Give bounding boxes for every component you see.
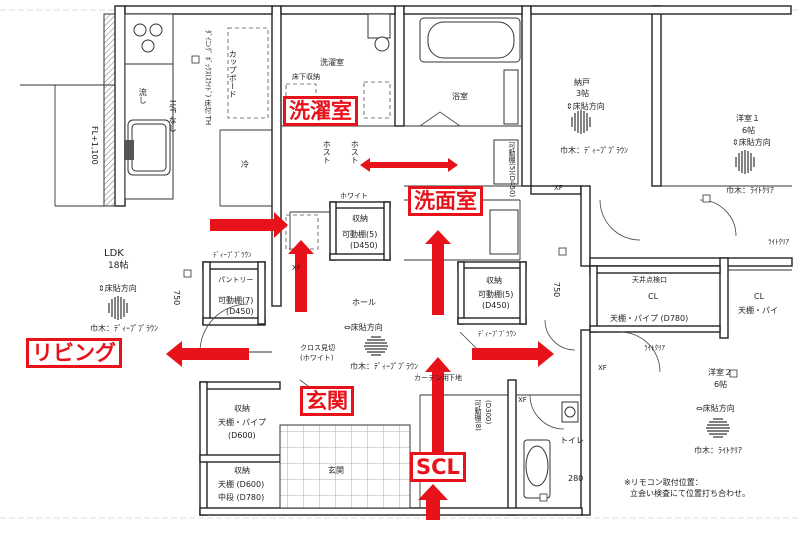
xf-label-2: XF [292, 264, 301, 272]
storage-d-desc-2: 中段 (D780) [218, 493, 265, 502]
curtain-base-label: 下地 [448, 374, 462, 382]
closet-2-desc: 天棚・パイ [738, 306, 778, 315]
ceiling-hatch-label: 天井点検口 [632, 276, 667, 284]
cross-trim-color: (ホワイト) [300, 354, 334, 362]
dim-280: 280 [568, 474, 584, 483]
storage-a-depth: (D450) [350, 241, 378, 250]
storage-d-desc-1: 天棚 (D600) [218, 480, 265, 489]
storage-d-name: 収納 [234, 466, 250, 475]
arrow-to-room2 [472, 341, 554, 367]
room2-direction: ⇔床貼方向 [696, 404, 735, 413]
storage-b-depth: (D450) [482, 301, 510, 310]
cross-trim-label: クロス見切 [300, 344, 335, 352]
ldk-name: LDK [104, 248, 124, 259]
host-label-2: ホスト [350, 140, 360, 164]
wash-shelf-label: 可動棚(5)(D450) [508, 142, 517, 198]
entrance-room-name: 玄関 [328, 466, 344, 475]
storage-c-desc-1: 天棚・パイプ [218, 418, 266, 427]
hall-material: 巾木：ﾃﾞｨｰﾌﾟﾌﾞﾗｳﾝ [350, 362, 418, 371]
walls [114, 5, 793, 516]
arrow-up-scl-hall [425, 357, 451, 458]
dim-750-right: 750 [552, 282, 562, 298]
remote-note-2: 立会い検査にて位置打ち合わせ。 [630, 489, 750, 498]
storage-b-shelf: 可動棚(5) [478, 290, 514, 299]
storage-c-desc-2: (D600) [228, 431, 256, 440]
room1-material: 巾木：ﾗｲﾄｸﾘｱ [726, 186, 774, 195]
remote-note-1: ※リモコン取付位置： [624, 478, 703, 487]
callout-scl: SCL [410, 452, 466, 483]
callout-laundry-room: 洗濯室 [283, 96, 358, 127]
storage-a-shelf: 可動棚(5) [342, 230, 378, 239]
toilet-label: トイレ [560, 436, 584, 445]
outlet-symbols [183, 55, 738, 502]
callout-arrows [166, 158, 554, 520]
closet-2-name: CL [754, 292, 765, 301]
storage-b-color: ﾃﾞｨｰﾌﾟﾌﾞﾗｳﾝ [478, 330, 517, 338]
storage-room-name: 納戸 [574, 78, 590, 87]
callout-washroom: 洗面室 [408, 186, 483, 217]
arrow-up-entrance [418, 484, 448, 520]
callout-entrance: 玄関 [300, 386, 354, 417]
hall-direction: ⇔床貼方向 [344, 323, 383, 332]
pantry-shelf: 可動棚(7) [218, 296, 254, 305]
ldk-floor-direction: ⇕床貼方向 [98, 284, 137, 293]
kitchen-fixtures [103, 13, 174, 207]
pantry-depth: (D450) [226, 307, 254, 316]
storage-c-name: 収納 [234, 404, 250, 413]
xf-label-3: XF [598, 364, 607, 372]
laundry-room-name: 洗濯室 [320, 58, 344, 67]
washroom-fixtures [367, 13, 519, 255]
xf-label-4: XF [518, 396, 527, 404]
host-label-1: ホスト [322, 140, 332, 164]
curtain-label: カーテン用 [414, 374, 449, 382]
white-label: ホワイト [340, 192, 368, 200]
cupboard-note: ﾀﾞｲﾆﾝｸﾞ ﾎﾞｯｸｽ(ｽﾗｲﾄﾞ) 床付 TH [204, 30, 213, 126]
kitchen-sink-label: 流し [138, 88, 148, 104]
kitchen-fl-label: FL+1,100 [90, 126, 100, 165]
ldk-floor-material: 巾木：ﾃﾞｨｰﾌﾟﾌﾞﾗｳﾝ [90, 324, 158, 333]
scl-shelf-label: 可動棚(8) [474, 400, 483, 431]
closet-1-color: ﾗｲﾄｸﾘｱ [644, 344, 665, 352]
bathtub [419, 17, 521, 125]
storage-room-direction: ⇕床貼方向 [566, 102, 605, 111]
pantry-label: パントリー [218, 276, 254, 284]
room2-size: 6帖 [714, 380, 728, 389]
floor-direction-symbols [108, 110, 755, 438]
closet-1-name: CL [648, 292, 659, 301]
arrow-up-pantry-corridor [288, 240, 314, 312]
room2-name: 洋室２ [708, 368, 732, 377]
xf-label-1: XF [554, 184, 563, 192]
entrance-floor [279, 424, 411, 509]
arrow-left-right-laundry-wash [360, 158, 458, 172]
closet-2-color: ﾗｲﾄｸﾘｱ [768, 238, 789, 246]
kitchen-hfix-label: H/F なし [168, 100, 178, 132]
toilet-fixture [523, 401, 579, 499]
bathroom-name: 浴室 [452, 92, 468, 101]
arrow-up-washroom [425, 230, 451, 315]
arrow-to-laundry-corridor [210, 212, 288, 238]
room1-size: 6帖 [742, 126, 756, 135]
callout-living: リビング [26, 338, 122, 369]
closet-1-desc: 天棚・パイプ (D780) [610, 314, 689, 323]
scl-depth-label: (D300) [484, 400, 493, 425]
laundry-underfloor: 床下収納 [292, 73, 320, 81]
fridge-label: 冷 [241, 160, 249, 169]
room1-name: 洋室１ [736, 114, 760, 123]
hall-name: ホール [352, 298, 376, 307]
storage-b-name: 収納 [486, 276, 502, 285]
pantry-color-label: ﾃﾞｨｰﾌﾟﾌﾞﾗｳﾝ [213, 251, 252, 259]
storage-room-size: 3帖 [576, 89, 590, 98]
room2-material: 巾木：ﾗｲﾄｸﾘｱ [694, 446, 742, 455]
arrow-to-living [166, 341, 249, 367]
cupboard-label: カップボード [228, 50, 238, 98]
storage-room-material: 巾木：ﾃﾞｨｰﾌﾟﾌﾞﾗｳﾝ [560, 146, 628, 155]
dim-750-left: 750 [172, 290, 182, 306]
ldk-size: 18帖 [108, 261, 129, 271]
storage-a-name: 収納 [352, 214, 368, 223]
room1-direction: ⇕床貼方向 [732, 138, 771, 147]
